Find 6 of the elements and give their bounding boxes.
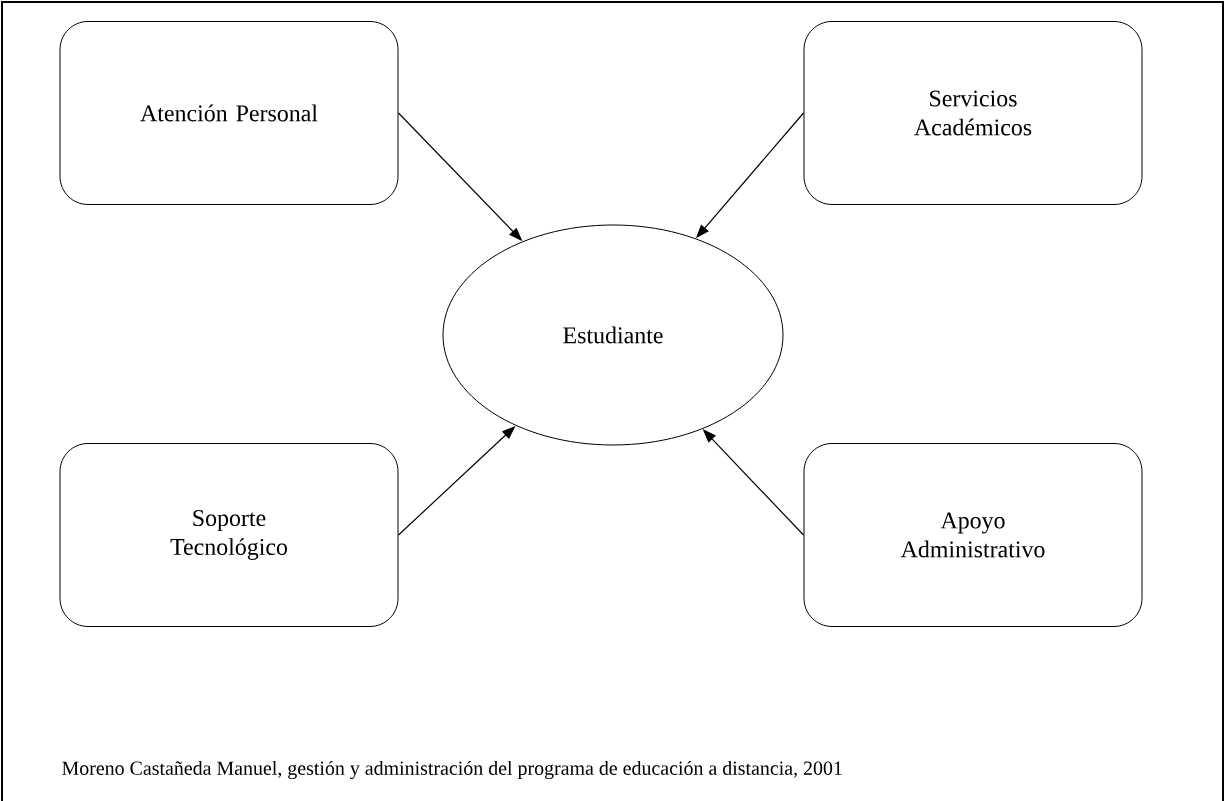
rounded-box: Servicios Académicos xyxy=(803,21,1143,205)
rounded-box: Soporte Tecnológico xyxy=(59,443,399,627)
ellipse-node: Estudiante xyxy=(442,224,784,446)
caption: Moreno Castañeda Manuel, gestión y administración del programa de educación a distancia, 2001 xyxy=(62,760,842,780)
rounded-box: Apoyo Administrativo xyxy=(803,443,1143,627)
rounded-box: Atención Personal xyxy=(59,21,399,205)
